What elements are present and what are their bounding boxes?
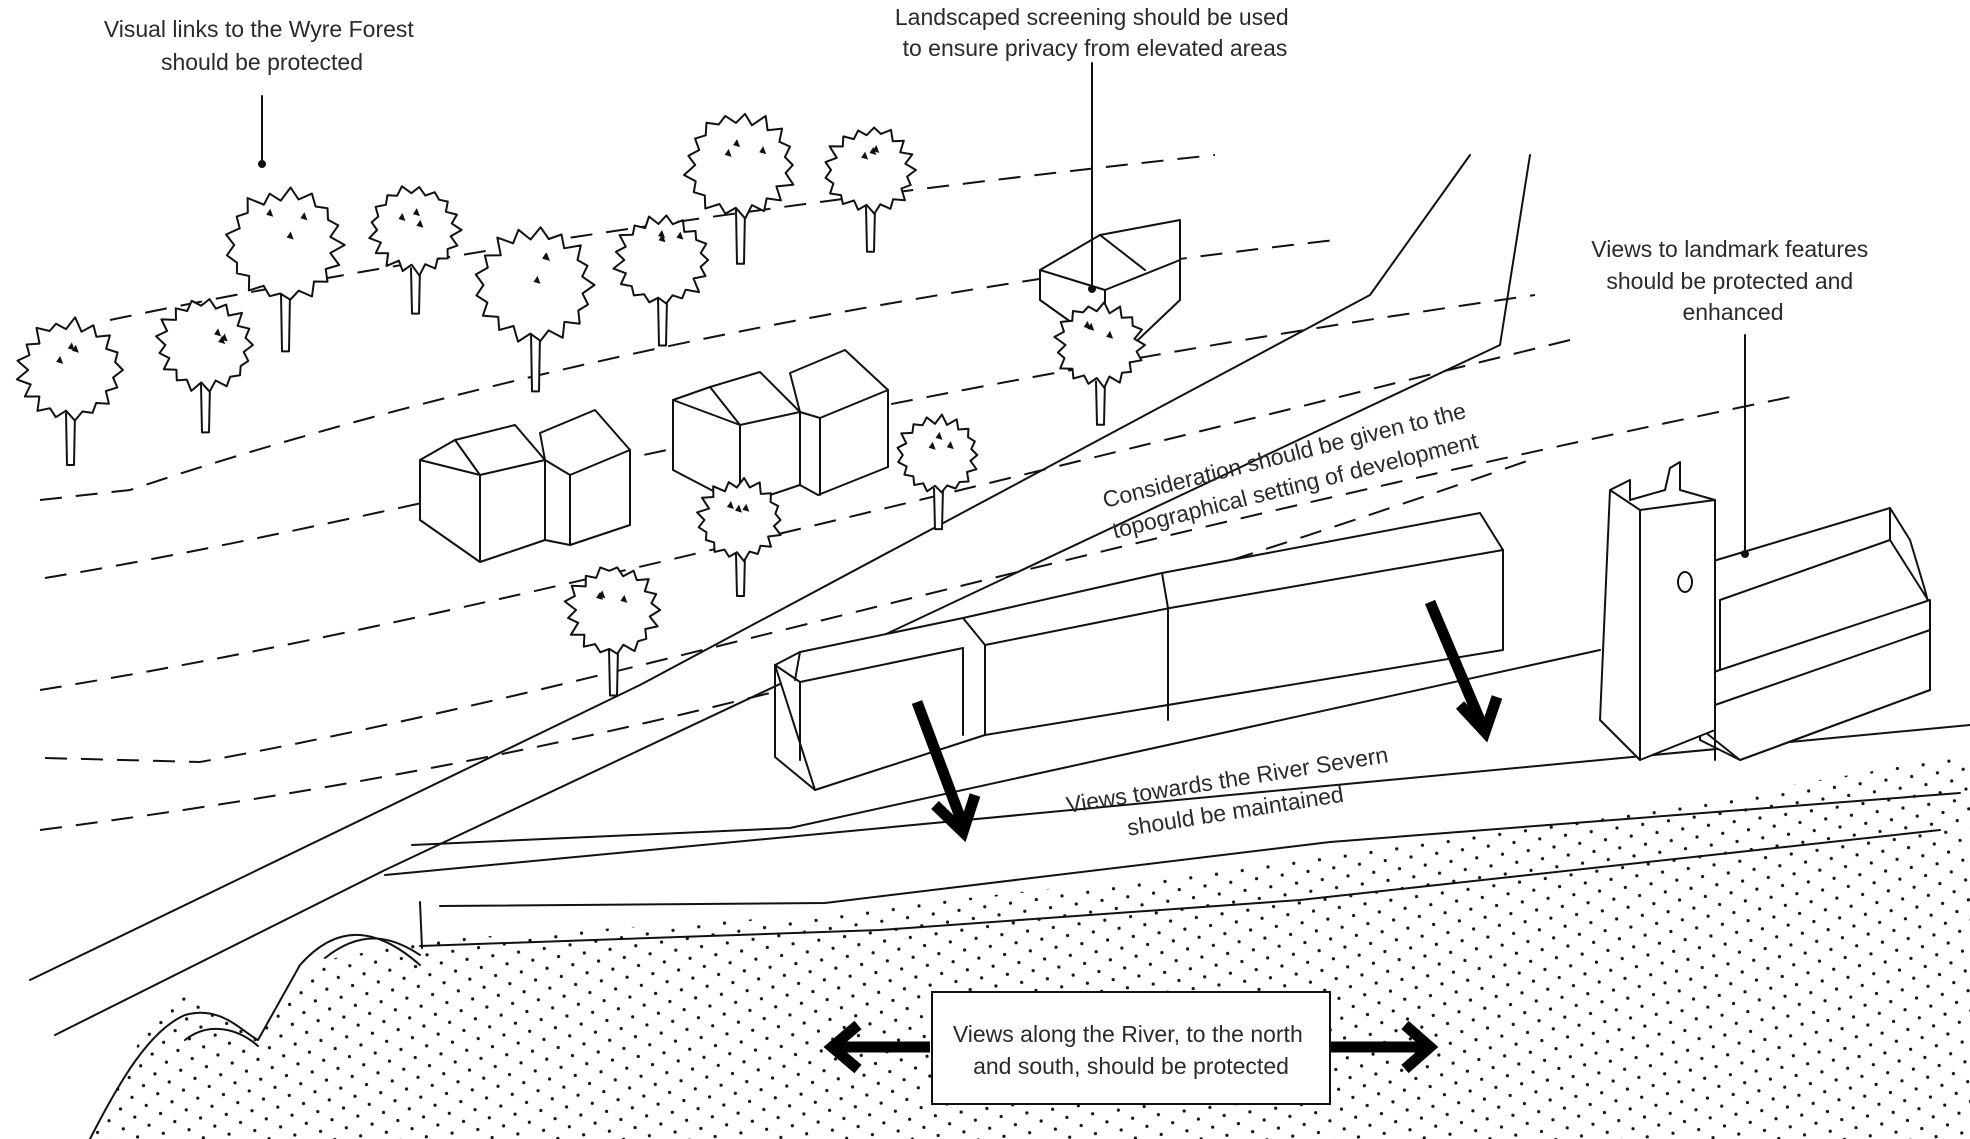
label-line: should be protected bbox=[161, 49, 363, 75]
view-arrow-head bbox=[931, 793, 981, 843]
church-tower bbox=[1599, 461, 1716, 761]
label-line: Landscaped screening should be used bbox=[895, 4, 1289, 30]
tree bbox=[15, 316, 124, 466]
label-line: Views along the River, to the north bbox=[953, 1021, 1303, 1047]
house bbox=[789, 349, 889, 496]
river-bank-road bbox=[439, 792, 1961, 907]
tree bbox=[1053, 301, 1146, 426]
church-landmark bbox=[1599, 461, 1931, 761]
development-block bbox=[774, 512, 1504, 791]
view-arrow-down bbox=[911, 700, 969, 827]
side-road-edge bbox=[411, 649, 1601, 846]
tree bbox=[896, 413, 979, 531]
bridge-arch bbox=[184, 1027, 259, 1047]
bridge-arch bbox=[89, 933, 421, 1139]
house bbox=[419, 424, 546, 563]
tree bbox=[155, 298, 254, 434]
tree bbox=[368, 185, 463, 315]
view-arrow-head bbox=[1401, 1020, 1439, 1074]
label-line: and south, should be protected bbox=[973, 1053, 1289, 1079]
tree bbox=[696, 477, 782, 597]
contour-line bbox=[39, 339, 1571, 691]
leader-dot bbox=[1088, 285, 1096, 293]
bridge bbox=[89, 901, 423, 1139]
contour-line bbox=[44, 294, 1536, 579]
view-arrow-head bbox=[1455, 695, 1503, 743]
view-arrow-head bbox=[823, 1020, 862, 1074]
river-views-label: Views along the River, to the north and … bbox=[953, 1021, 1309, 1079]
river-area bbox=[90, 755, 1970, 1139]
river-bank-road bbox=[419, 829, 1941, 947]
tree bbox=[824, 126, 917, 253]
tree bbox=[225, 186, 346, 353]
view-arrow-down bbox=[1424, 599, 1488, 728]
tree bbox=[612, 214, 710, 347]
label-line: should be protected and bbox=[1606, 268, 1853, 294]
landmark-label: Views to landmark features should be pro… bbox=[1591, 236, 1874, 325]
main-road-edge bbox=[29, 154, 1471, 981]
label-line: enhanced bbox=[1682, 299, 1783, 325]
tree bbox=[683, 112, 795, 265]
side-road-edge bbox=[384, 724, 1970, 876]
house bbox=[539, 409, 631, 546]
topography-label: Consideration should be given to the top… bbox=[1100, 396, 1483, 544]
leader-dot bbox=[1741, 550, 1749, 558]
main-road-edge bbox=[54, 154, 1531, 1036]
view-arrows bbox=[823, 599, 1503, 1074]
houses bbox=[419, 219, 1181, 563]
callout-box bbox=[931, 991, 1331, 1105]
tower-window bbox=[1677, 571, 1693, 593]
bridge-deck bbox=[324, 937, 421, 959]
road-network bbox=[29, 154, 1970, 1036]
label-line: to ensure privacy from elevated areas bbox=[903, 35, 1288, 61]
house bbox=[672, 371, 801, 506]
label-line: Visual links to the Wyre Forest bbox=[104, 16, 415, 42]
tree bbox=[563, 566, 662, 697]
contour-line bbox=[39, 459, 1531, 831]
wyre-forest-label: Visual links to the Wyre Forest should b… bbox=[104, 16, 420, 75]
tree bbox=[474, 226, 596, 393]
contour-line bbox=[109, 154, 1216, 321]
leader-lines bbox=[258, 62, 1749, 558]
contour-line bbox=[44, 394, 1801, 764]
screening-label: Landscaped screening should be used to e… bbox=[895, 4, 1295, 61]
river-views-callout: Views along the River, to the north and … bbox=[931, 991, 1331, 1105]
trees bbox=[15, 112, 1146, 697]
leader-dot bbox=[258, 160, 266, 168]
bridge-pier bbox=[419, 901, 423, 949]
label-line: Views to landmark features bbox=[1591, 236, 1868, 262]
